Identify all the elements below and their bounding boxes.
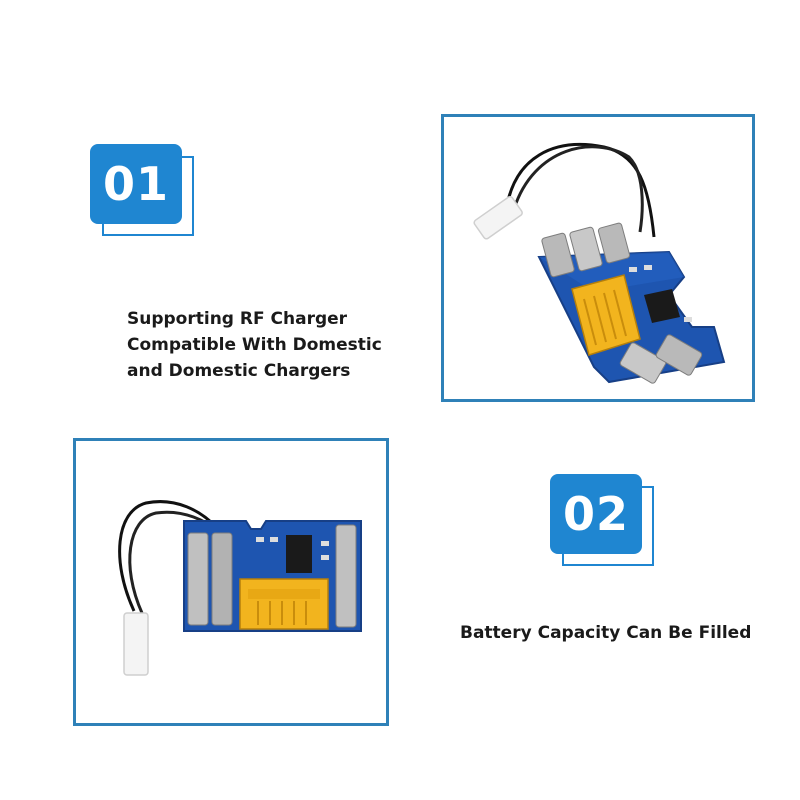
badge-number: 02 — [550, 474, 642, 554]
step-badge-02: 02 — [550, 474, 654, 566]
caption-line: Compatible With Domestic — [127, 335, 382, 355]
caption-line: and Domestic Chargers — [127, 361, 351, 381]
pcb-illustration-front — [118, 500, 362, 676]
feature-caption-02: Battery Capacity Can Be Filled — [460, 620, 780, 646]
step-badge-01: 01 — [90, 144, 194, 236]
feature-caption-01: Supporting RF Charger Compatible With Do… — [127, 306, 427, 384]
caption-line: Supporting RF Charger — [127, 309, 348, 329]
pcb-illustration-angled — [473, 143, 726, 384]
badge-number: 01 — [90, 144, 182, 224]
product-photo-angled — [441, 114, 755, 402]
caption-line: Battery Capacity Can Be Filled — [460, 623, 752, 643]
product-photo-front — [73, 438, 389, 726]
